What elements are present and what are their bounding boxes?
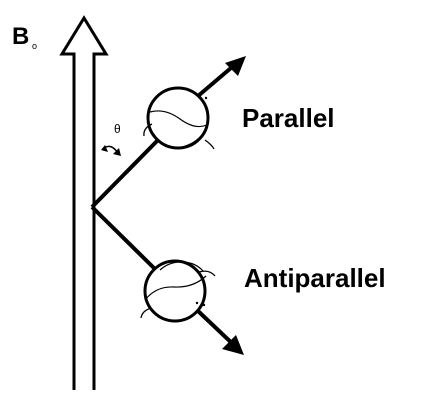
- antiparallel-sphere-outline: [145, 261, 205, 321]
- antiparallel-state-label: Antiparallel: [244, 263, 386, 293]
- parallel-sphere-dot-3: [205, 97, 207, 99]
- field-subscript-label: o: [32, 41, 37, 51]
- antiparallel-sphere-dot-2: [199, 306, 201, 308]
- antiparallel-sphere-dot-1: [196, 302, 198, 304]
- parallel-state-label: Parallel: [242, 103, 335, 133]
- angle-symbol-label: θ: [114, 122, 121, 136]
- antiparallel-sphere-dot-3: [203, 304, 205, 306]
- parallel-sphere-dot-2: [201, 99, 203, 101]
- field-symbol-label: B: [12, 23, 29, 50]
